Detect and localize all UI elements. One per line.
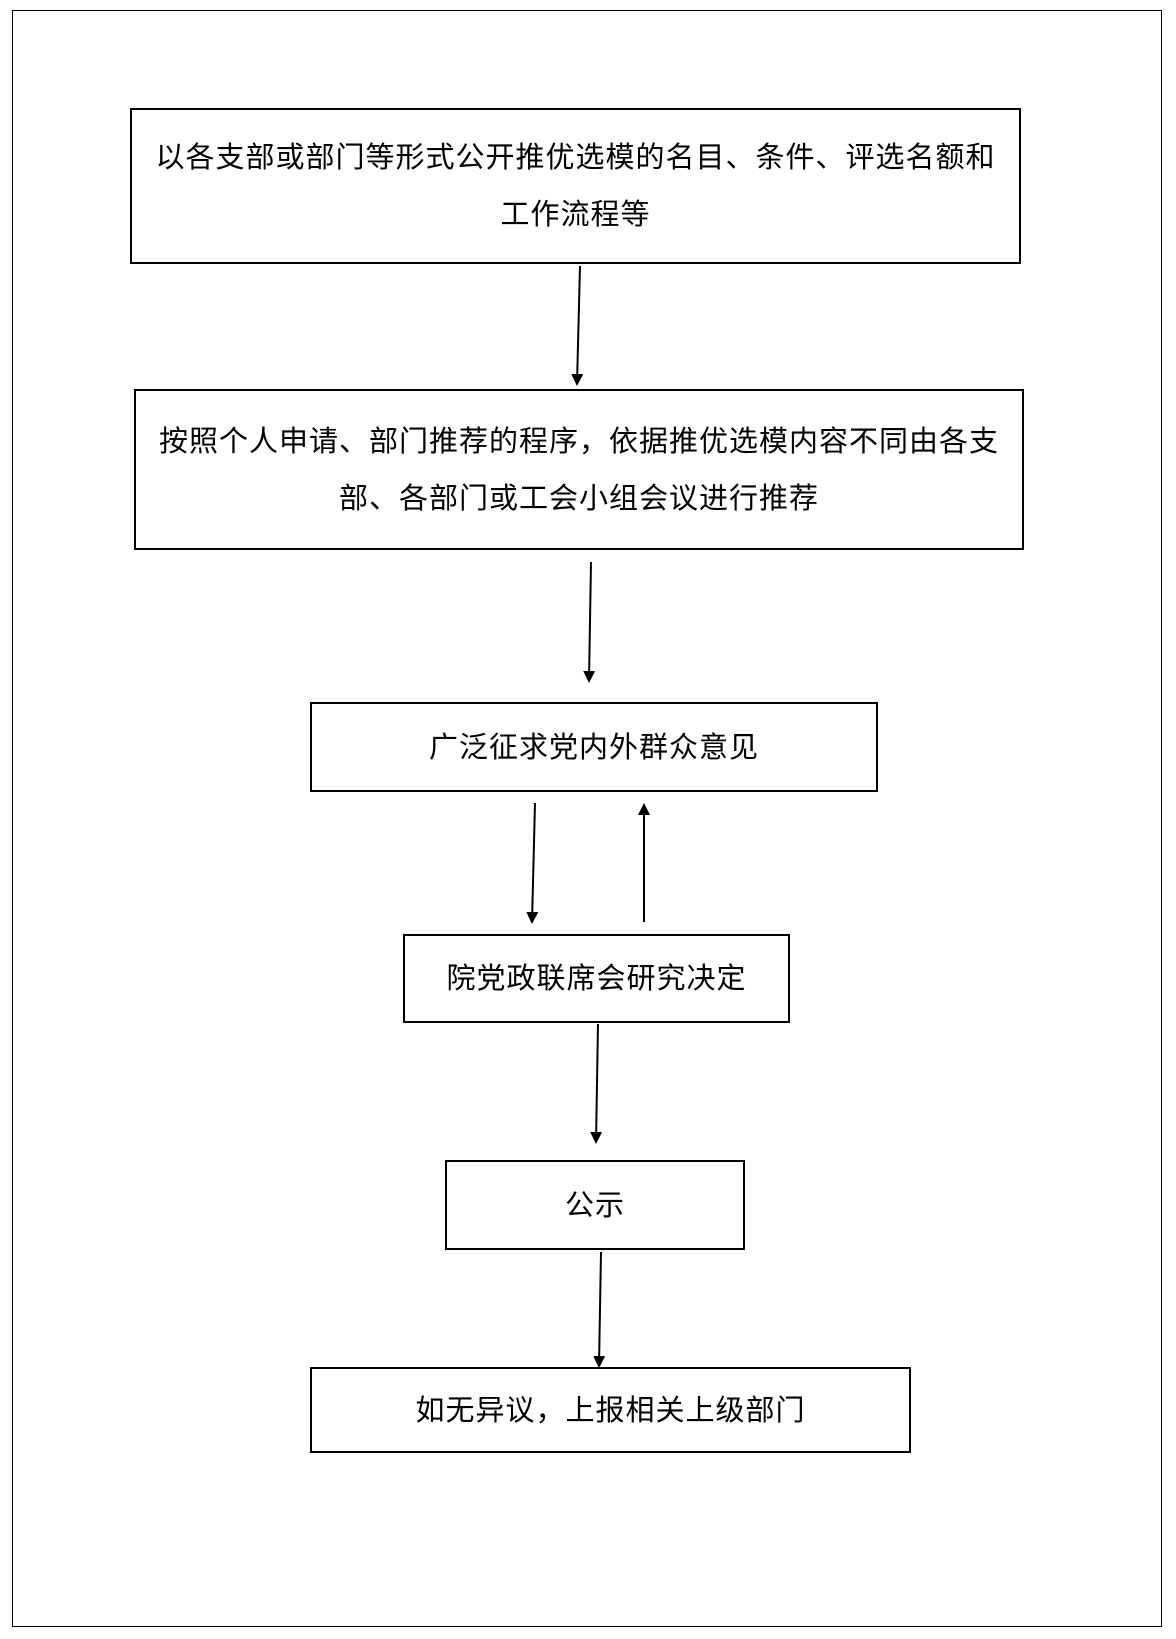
- step-1: 以各支部或部门等形式公开推优选模的名目、条件、评选名额和工作流程等: [130, 108, 1021, 264]
- arrow-step3-to-step4: [526, 802, 539, 924]
- step-5-text: 公示: [564, 1187, 625, 1222]
- step-6-text: 如无异议，上报相关上级部门: [415, 1392, 806, 1427]
- step-3: 广泛征求党内外群众意见: [310, 702, 878, 792]
- step-5: 公示: [445, 1160, 745, 1250]
- arrow-step4-to-step5: [590, 1023, 603, 1144]
- arrow-step2-to-step3: [583, 561, 596, 683]
- step-2: 按照个人申请、部门推荐的程序，依据推优选模内容不同由各支部、各部门或工会小组会议…: [134, 389, 1024, 550]
- step-6: 如无异议，上报相关上级部门: [310, 1367, 911, 1453]
- step-4: 院党政联席会研究决定: [403, 934, 790, 1023]
- arrow-step5-to-step6: [593, 1251, 606, 1368]
- page-border: [12, 10, 1162, 1627]
- arrow-step1-to-step2: [571, 265, 584, 386]
- step-1-text: 以各支部或部门等形式公开推优选模的名目、条件、评选名额和工作流程等: [155, 140, 996, 231]
- step-4-text: 院党政联席会研究决定: [446, 961, 747, 995]
- step-3-text: 广泛征求党内外群众意见: [428, 729, 759, 764]
- step-2-text: 按照个人申请、部门推荐的程序，依据推优选模内容不同由各支部、各部门或工会小组会议…: [158, 423, 999, 515]
